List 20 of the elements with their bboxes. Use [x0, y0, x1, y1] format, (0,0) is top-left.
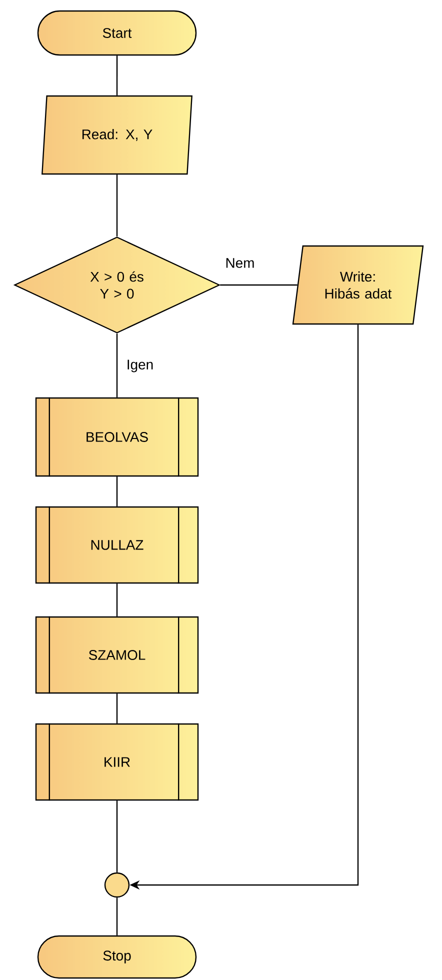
edge-label: Igen: [125, 358, 155, 374]
connector-line: [116, 584, 118, 616]
connector-line: [116, 898, 118, 936]
subroutine-box: KIIR: [35, 723, 199, 801]
connector-line: [116, 476, 118, 506]
connector-line: [220, 284, 298, 286]
connector-line: [116, 694, 118, 724]
connector-circle: [104, 872, 130, 898]
input-output-box: Write: Hibás adat: [292, 245, 424, 325]
terminal-box: Start: [37, 10, 197, 56]
subroutine-box: BEOLVAS: [35, 397, 199, 477]
connector-line: [116, 800, 118, 872]
terminal-box: Stop: [37, 935, 197, 979]
subroutine-box: SZAMOL: [35, 616, 199, 694]
connector-line: [116, 334, 118, 398]
connector-line: [116, 174, 118, 236]
edge-label: Nem: [224, 257, 256, 269]
connector-line: [116, 56, 118, 96]
subroutine-box: NULLAZ: [35, 506, 199, 584]
input-output-box: Read: X, Y: [42, 95, 192, 175]
